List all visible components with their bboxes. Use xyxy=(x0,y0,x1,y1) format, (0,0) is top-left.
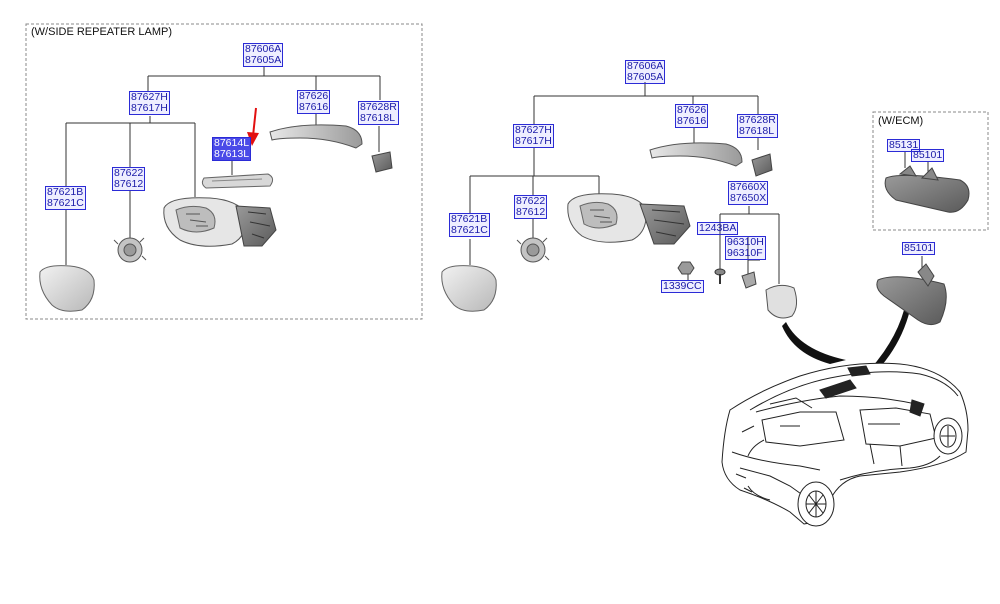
callout-code: 85131 xyxy=(889,139,919,151)
scalp-cover-center xyxy=(649,142,743,167)
callout-code: 87605A xyxy=(627,71,664,83)
actuator-center xyxy=(516,237,550,263)
callout-code: 87612 xyxy=(516,206,546,218)
red-arrow-icon xyxy=(247,107,259,146)
scalp-cover-left xyxy=(269,124,363,149)
callout-c2[interactable]: 85101 xyxy=(911,149,945,162)
callout-c1[interactable]: 85131 xyxy=(887,139,921,152)
callout-code: 87616 xyxy=(677,115,707,127)
callout-code: 87621C xyxy=(451,224,488,236)
callout-b6[interactable]: 1243BA xyxy=(697,222,739,235)
callout-code: 87621B xyxy=(47,186,84,198)
callout-code: 87606A xyxy=(627,60,664,72)
group-title-ecm: (W/ECM) xyxy=(878,115,924,127)
callout-b10[interactable]: 1339CC xyxy=(661,280,704,293)
callout-code: 85101 xyxy=(904,242,934,254)
group-box-ecm xyxy=(872,111,989,231)
callout-code: 87660X xyxy=(730,181,767,193)
car-illustration xyxy=(721,362,969,527)
pointer-swoosh-mirror xyxy=(782,322,846,364)
callout-code: 87617H xyxy=(131,102,168,114)
callout-code: 87627H xyxy=(515,124,552,136)
callout-code: 87616 xyxy=(299,101,329,113)
cap-left xyxy=(371,151,393,173)
screw-1243ba xyxy=(714,268,726,284)
repeater-lamp-left xyxy=(201,173,274,189)
callout-code: 87621B xyxy=(451,213,488,225)
mirror-housing-left xyxy=(163,197,277,247)
mirror-glass-center xyxy=(441,265,497,312)
inside-mirror-base xyxy=(876,263,947,326)
callout-code: 87627H xyxy=(131,91,168,103)
mirror-glass-left xyxy=(39,265,95,312)
callout-code: 87628R xyxy=(739,114,776,126)
callout-code: 87606A xyxy=(245,43,282,55)
callout-code: 87612 xyxy=(114,178,144,190)
callout-code: 87613L xyxy=(214,148,250,160)
callout-code: 87626 xyxy=(677,104,707,116)
callout-c3[interactable]: 85101 xyxy=(902,242,936,255)
callout-code: 87614L xyxy=(214,137,250,149)
callout-code: 87622 xyxy=(516,195,546,207)
mirror-housing-center xyxy=(567,193,691,245)
mirror-cover-87660x xyxy=(765,284,798,319)
leader-lines-left xyxy=(65,66,381,265)
callout-code: 87617H xyxy=(515,135,552,147)
callout-code: 87628R xyxy=(360,101,397,113)
pointer-swoosh-inside-mirror xyxy=(860,310,910,380)
nut-1339cc xyxy=(677,261,695,275)
callout-code: 1243BA xyxy=(699,222,737,234)
callout-code: 87622 xyxy=(114,167,144,179)
inside-mirror-ecm xyxy=(884,165,970,213)
cap-center xyxy=(751,153,773,177)
leader-lines-center xyxy=(469,82,780,284)
group-title-side-repeater: (W/SIDE REPEATER LAMP) xyxy=(31,26,172,38)
callout-code: 96310H xyxy=(727,236,764,248)
callout-code: 87621C xyxy=(47,197,84,209)
callout-code: 87605A xyxy=(245,54,282,66)
callout-code: 87618L xyxy=(739,125,775,137)
connector-96310 xyxy=(741,271,757,289)
actuator-left xyxy=(113,237,147,263)
group-box-side-repeater xyxy=(25,23,423,320)
callout-code: 1339CC xyxy=(663,280,702,292)
callout-code: 87618L xyxy=(360,112,396,124)
callout-code: 85101 xyxy=(913,149,943,161)
callout-code: 87650X xyxy=(730,192,767,204)
callout-code: 87626 xyxy=(299,90,329,102)
callout-code: 96310F xyxy=(727,247,763,259)
